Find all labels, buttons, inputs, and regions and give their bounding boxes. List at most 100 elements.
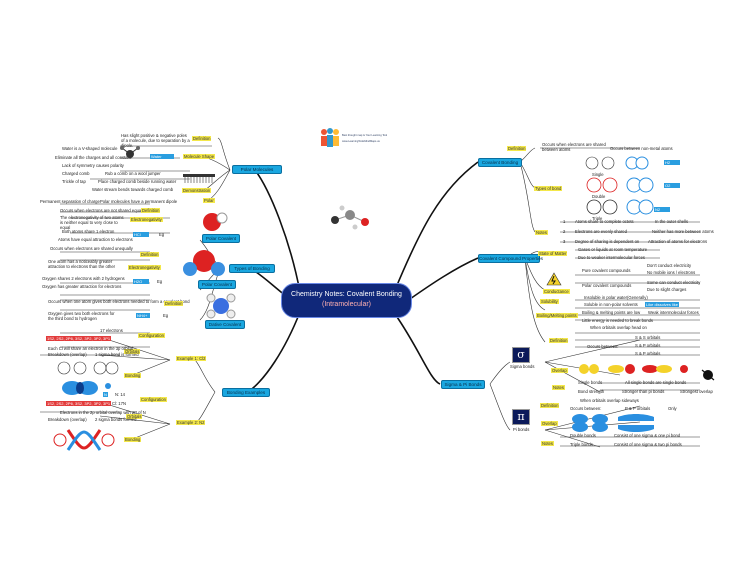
sigma-overlap-label[interactable]: Overlap [551, 368, 568, 373]
pi-notes-row-1: Consist of one sigma & one pi bond [614, 433, 681, 438]
sigma-occurs-row-2: S & P orbitals [635, 351, 661, 356]
bonding-examples-node[interactable]: Bonding Examples [222, 388, 270, 397]
pc-electronegativity-label[interactable]: Electronegativity [130, 217, 163, 222]
sigma-notes-row-2: Bond strength [578, 389, 605, 394]
pm-molecule-shape-label[interactable]: Molecule Shape [183, 154, 216, 159]
cb-definition-label[interactable]: Definition [507, 146, 527, 151]
sigma-notes-row-3: Stronger than pi bonds [622, 389, 665, 394]
dc-nh4-label[interactable]: NH4+ [136, 313, 150, 318]
cb-n2-label[interactable]: N2 [654, 207, 670, 212]
ex1-config-text: 17 electrons [100, 328, 123, 333]
pi-occurs-value: P & P orbitals [625, 406, 651, 411]
ccp-state-row-0: Gases or liquids at room temperature [578, 247, 648, 252]
ex1-sigma-text: 1 sigma bond is formed [95, 352, 139, 357]
ex2-n-label[interactable]: N [103, 392, 108, 397]
pc-hcl-label[interactable]: HCl [133, 232, 149, 237]
ex2-config-note: Cl: 17N [112, 401, 126, 406]
ex2-config-label[interactable]: Configuration [140, 397, 167, 402]
pc2-h2o-label[interactable]: H2O [133, 279, 149, 284]
pm-polar-note: Permanent separation of charge [40, 199, 100, 204]
spinning-top-icon [701, 369, 715, 381]
pi-occurs-note: Only [668, 406, 677, 411]
central-subtitle: (Intramolecular) [321, 301, 371, 308]
cb-o2-label[interactable]: O2 [664, 183, 680, 188]
ex1-title[interactable]: Example 1: Cl2 [176, 356, 207, 361]
polar-covalent-2-node[interactable]: Polar Covalent [198, 280, 236, 289]
cl2-orbital-icon [57, 361, 119, 395]
covalent-bonding-node[interactable]: Covalent Bonding [478, 158, 522, 167]
ex2-breakdown: Breakdown (overlap) [48, 417, 87, 422]
hcl-model-icon [203, 212, 228, 231]
central-title: Chemistry Notes: Covalent Bonding [291, 291, 402, 298]
ex1-config-value: 1S2, 2S2, 2P6, 3S2, 3P2, 3P2, 3P1 [46, 336, 112, 341]
cb-note-text-2: Degree of sharing is dependent on [575, 239, 640, 244]
pi-label[interactable]: Pi bonds [513, 427, 530, 432]
sigma-notes-row-0: Single bonds [578, 380, 603, 385]
dative-covalent-node[interactable]: Dative Covalent [205, 320, 245, 329]
pc-eg-label[interactable]: Eg [159, 232, 165, 237]
logo: Best thought map is Your Learning Tool w… [320, 128, 390, 150]
ammonium-model-icon [206, 293, 236, 319]
pc2-row-1: Oxygen has greater attraction for electr… [42, 284, 122, 289]
ex2-title[interactable]: Example 2: N2 [176, 420, 206, 425]
ex1-config-label[interactable]: Configuration [138, 333, 165, 338]
pc-definition-text: Occurs when electrons are not shared equ… [60, 208, 146, 213]
pm-demo-row-0: Charged comb [62, 171, 90, 176]
ex2-orbitals-label[interactable]: Orbitals [126, 414, 143, 419]
central-topic[interactable]: Chemistry Notes: Covalent Bonding (Intra… [281, 283, 412, 318]
pi-overlap-label[interactable]: Overlap [541, 421, 558, 426]
cb-h2-label[interactable]: H2 [664, 160, 680, 165]
dc-nh4-text: Oxygen gives two both electrons for the … [48, 311, 115, 321]
ccp-state-label[interactable]: State of Matter [538, 251, 568, 256]
ex2-bonding-label[interactable]: Bonding [124, 437, 142, 442]
pc-hcl-row-1: Atoms have equal attraction to electrons [58, 237, 133, 242]
cb-types-label[interactable]: Types of bond [534, 186, 563, 191]
ccp-conductance-row-3: Polar covalent compounds [582, 283, 632, 288]
pm-definition-label[interactable]: Definition [192, 136, 212, 141]
sigma-occurs-row-0: S & S orbitals [635, 335, 661, 340]
pm-definition-text: Has slight positive & negative poles of … [121, 133, 190, 148]
dc-definition-label[interactable]: Definition [164, 301, 184, 306]
polar-covalent-node[interactable]: Polar Covalent [202, 234, 240, 243]
ccp-solubility-row-0: Insoluble in polar water [584, 295, 628, 300]
sigma-notes-label[interactable]: Notes [552, 385, 565, 390]
ccp-conductance-row-0: Pure covalent compounds [582, 268, 631, 273]
people-logo-icon [321, 128, 339, 147]
pm-demo-label[interactable]: Demonstration [182, 188, 212, 193]
ccp-conductance-label[interactable]: Conductance [543, 289, 570, 294]
pc2-eg-label[interactable]: Eg [157, 279, 163, 284]
pc-definition-label[interactable]: Definition [141, 208, 161, 213]
cb-note-num-1: 2 [563, 229, 566, 234]
ccp-conductance-row-2: No mobile ions / electrons [647, 270, 696, 275]
cb-notes-label[interactable]: Notes [535, 230, 548, 235]
pi-definition-label[interactable]: Definition [540, 403, 560, 408]
logo-line-2: www.LearningToolsMindMaps.us [342, 140, 380, 143]
ex2-orbitals-text: Electrons in the 2p orbital overlap with… [60, 410, 146, 415]
sigma-label[interactable]: Sigma bonds [510, 364, 535, 369]
pc2-electronegativity-label[interactable]: Electronegativity [128, 265, 161, 270]
cb-note-note-1: Neither has more between atoms [652, 229, 714, 234]
ex1-orbitals-label[interactable]: Orbitals [124, 349, 141, 354]
pm-water-label[interactable]: Water [150, 154, 174, 159]
ccp-solubility-row-1: Like dissolves like [645, 302, 680, 307]
sigma-definition-label[interactable]: Definition [549, 338, 569, 343]
cb-note-num-2: 3 [563, 239, 566, 244]
pm-polar-label[interactable]: Polar [203, 198, 215, 203]
ccp-conductance-row-1: Don't conduct electricity [647, 263, 692, 268]
ccp-boiling-row-1: Weak intermolecular forces [648, 310, 699, 315]
pc-electronegativity-text: The electronegativity of two atoms is ne… [60, 215, 124, 230]
pc2-electronegativity-text: One atom has a noticeably greater attrac… [48, 259, 116, 269]
cb-definition-text: Occurs when electrons are shared between… [542, 142, 606, 152]
ex1-bonding-label[interactable]: Bonding [124, 373, 142, 378]
ccp-boiling-label[interactable]: Boiling/Melting points [536, 313, 578, 318]
pc2-definition-label[interactable]: Definition [140, 252, 160, 257]
sigma-pi-node[interactable]: Sigma & Pi Bonds [441, 380, 485, 389]
pi-notes-label[interactable]: Notes [541, 441, 554, 446]
types-of-bonding-node[interactable]: Types of Bonding [229, 264, 275, 273]
ccp-solubility-label[interactable]: Solubility [540, 299, 559, 304]
dc-definition-text: Occurs when one atom gives both electron… [48, 299, 190, 304]
dc-eg-label[interactable]: Eg [163, 313, 169, 318]
cb-note-note-2: Attraction of atoms for electrons [648, 239, 708, 244]
compound-properties-node[interactable]: Covalent Compound Properties [478, 254, 544, 263]
polar-molecules-node[interactable]: Polar Molecules [232, 165, 282, 174]
